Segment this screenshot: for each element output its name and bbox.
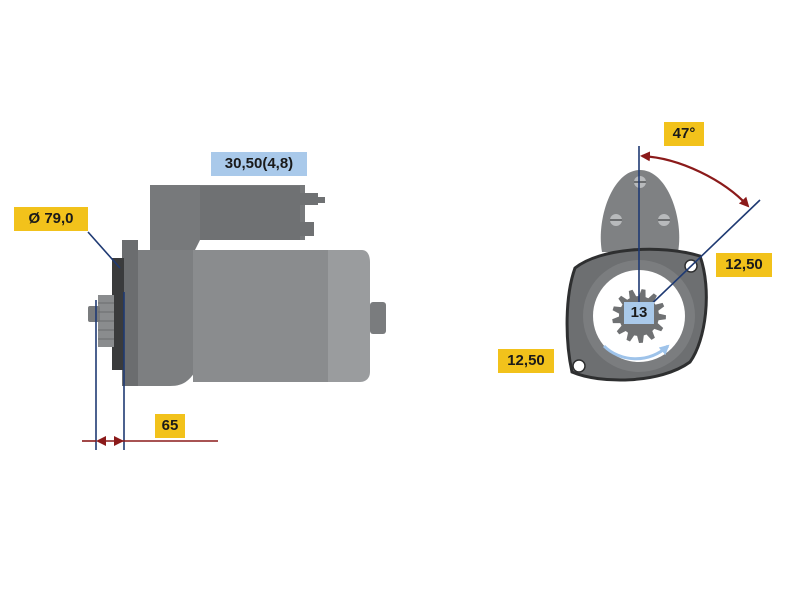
terminal-bottom xyxy=(300,222,314,236)
angle-arc xyxy=(640,151,750,208)
terminal-top-tip xyxy=(315,197,325,203)
motor-body xyxy=(193,250,330,382)
angle-label: 47° xyxy=(664,122,704,146)
solenoid-cap xyxy=(200,186,300,240)
nose-housing xyxy=(135,250,195,386)
mounting-flange xyxy=(122,240,138,386)
pinion-tip xyxy=(88,306,100,322)
end-cap xyxy=(328,250,370,382)
starter-side-view xyxy=(82,185,386,450)
solenoid-label: 30,50(4,8) xyxy=(211,152,307,176)
teeth-label: 13 xyxy=(624,302,654,324)
bolt-right-label: 12,50 xyxy=(716,253,772,277)
flange-bolt-hole-left xyxy=(572,359,586,373)
flange-ring xyxy=(112,258,124,370)
bolt-left-label: 12,50 xyxy=(498,349,554,373)
diameter-label: Ø 79,0 xyxy=(14,207,88,231)
rotation-arrow-icon xyxy=(602,344,670,361)
diameter-leader-line xyxy=(87,231,121,269)
terminal-top xyxy=(300,193,318,205)
angled-axis-line xyxy=(638,199,761,317)
length-label: 65 xyxy=(155,414,185,438)
rear-bearing xyxy=(370,302,386,334)
